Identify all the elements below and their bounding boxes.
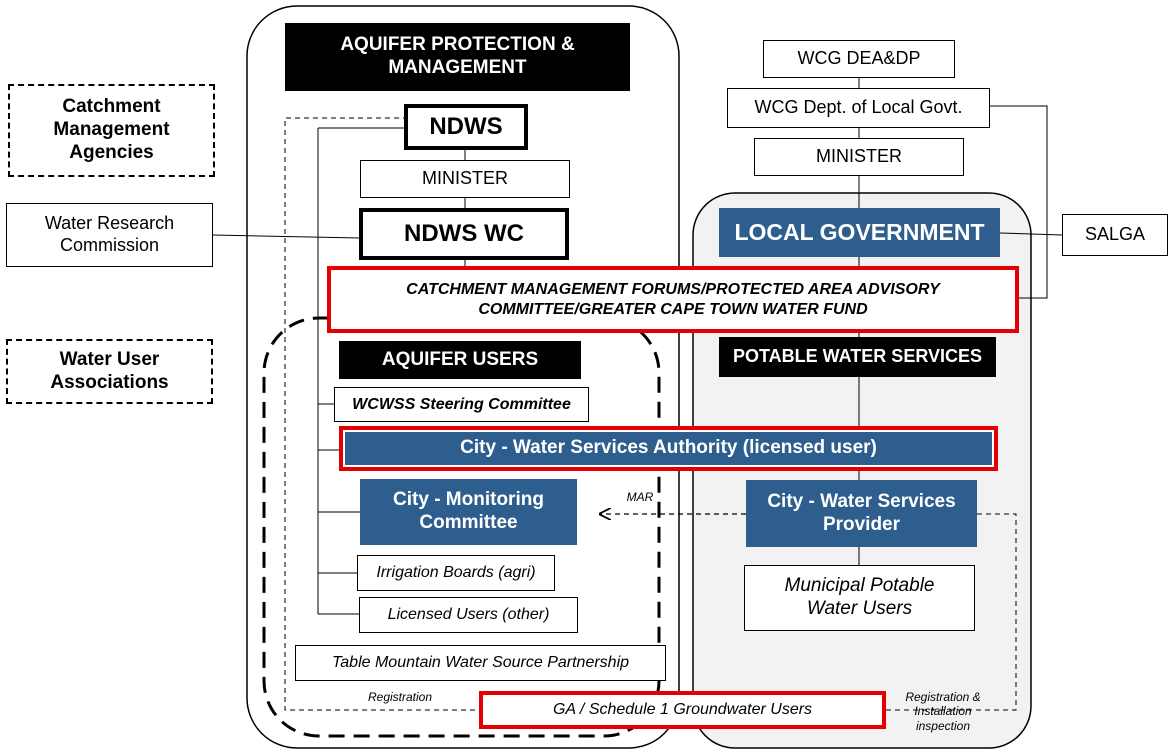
wcg-deadp-box: WCG DEA&DP bbox=[763, 40, 955, 78]
registration-installation-label: Registration & Installation inspection bbox=[905, 690, 981, 733]
ndws-box: NDWS bbox=[404, 104, 528, 150]
registration-label: Registration bbox=[367, 690, 433, 704]
minister-box-right: MINISTER bbox=[754, 138, 964, 176]
table-mountain-partnership-box: Table Mountain Water Source Partnership bbox=[295, 645, 666, 681]
minister-box-left: MINISTER bbox=[360, 160, 570, 198]
ga-schedule1-users-box: GA / Schedule 1 Groundwater Users bbox=[479, 691, 886, 729]
potable-water-services-header: POTABLE WATER SERVICES bbox=[719, 337, 996, 377]
water-user-associations-box: Water User Associations bbox=[6, 339, 213, 404]
aquifer-panel bbox=[246, 5, 680, 749]
wcg-local-govt-dept-box: WCG Dept. of Local Govt. bbox=[727, 88, 990, 128]
salga-box: SALGA bbox=[1062, 214, 1168, 256]
local-government-box: LOCAL GOVERNMENT bbox=[719, 208, 1000, 257]
water-research-commission-box: Water Research Commission bbox=[6, 203, 213, 267]
aquifer-protection-header: AQUIFER PROTECTION & MANAGEMENT bbox=[285, 23, 630, 91]
mar-label: MAR bbox=[626, 490, 654, 504]
municipal-potable-users-box: Municipal Potable Water Users bbox=[744, 565, 975, 631]
catchment-forums-box: CATCHMENT MANAGEMENT FORUMS/PROTECTED AR… bbox=[327, 266, 1019, 333]
irrigation-boards-box: Irrigation Boards (agri) bbox=[357, 555, 555, 591]
aquifer-users-region bbox=[262, 316, 661, 738]
water-services-authority-fill: City - Water Services Authority (license… bbox=[345, 432, 992, 465]
water-services-provider-box: City - Water Services Provider bbox=[746, 480, 977, 547]
catchment-management-agencies-box: Catchment Management Agencies bbox=[8, 84, 215, 177]
water-services-authority-box: City - Water Services Authority (license… bbox=[339, 426, 998, 471]
monitoring-committee-box: City - Monitoring Committee bbox=[360, 479, 577, 545]
ndws-wc-box: NDWS WC bbox=[359, 208, 569, 260]
aquifer-users-header: AQUIFER USERS bbox=[339, 341, 581, 379]
wcwss-steering-committee-box: WCWSS Steering Committee bbox=[334, 387, 589, 422]
licensed-users-box: Licensed Users (other) bbox=[359, 597, 578, 633]
